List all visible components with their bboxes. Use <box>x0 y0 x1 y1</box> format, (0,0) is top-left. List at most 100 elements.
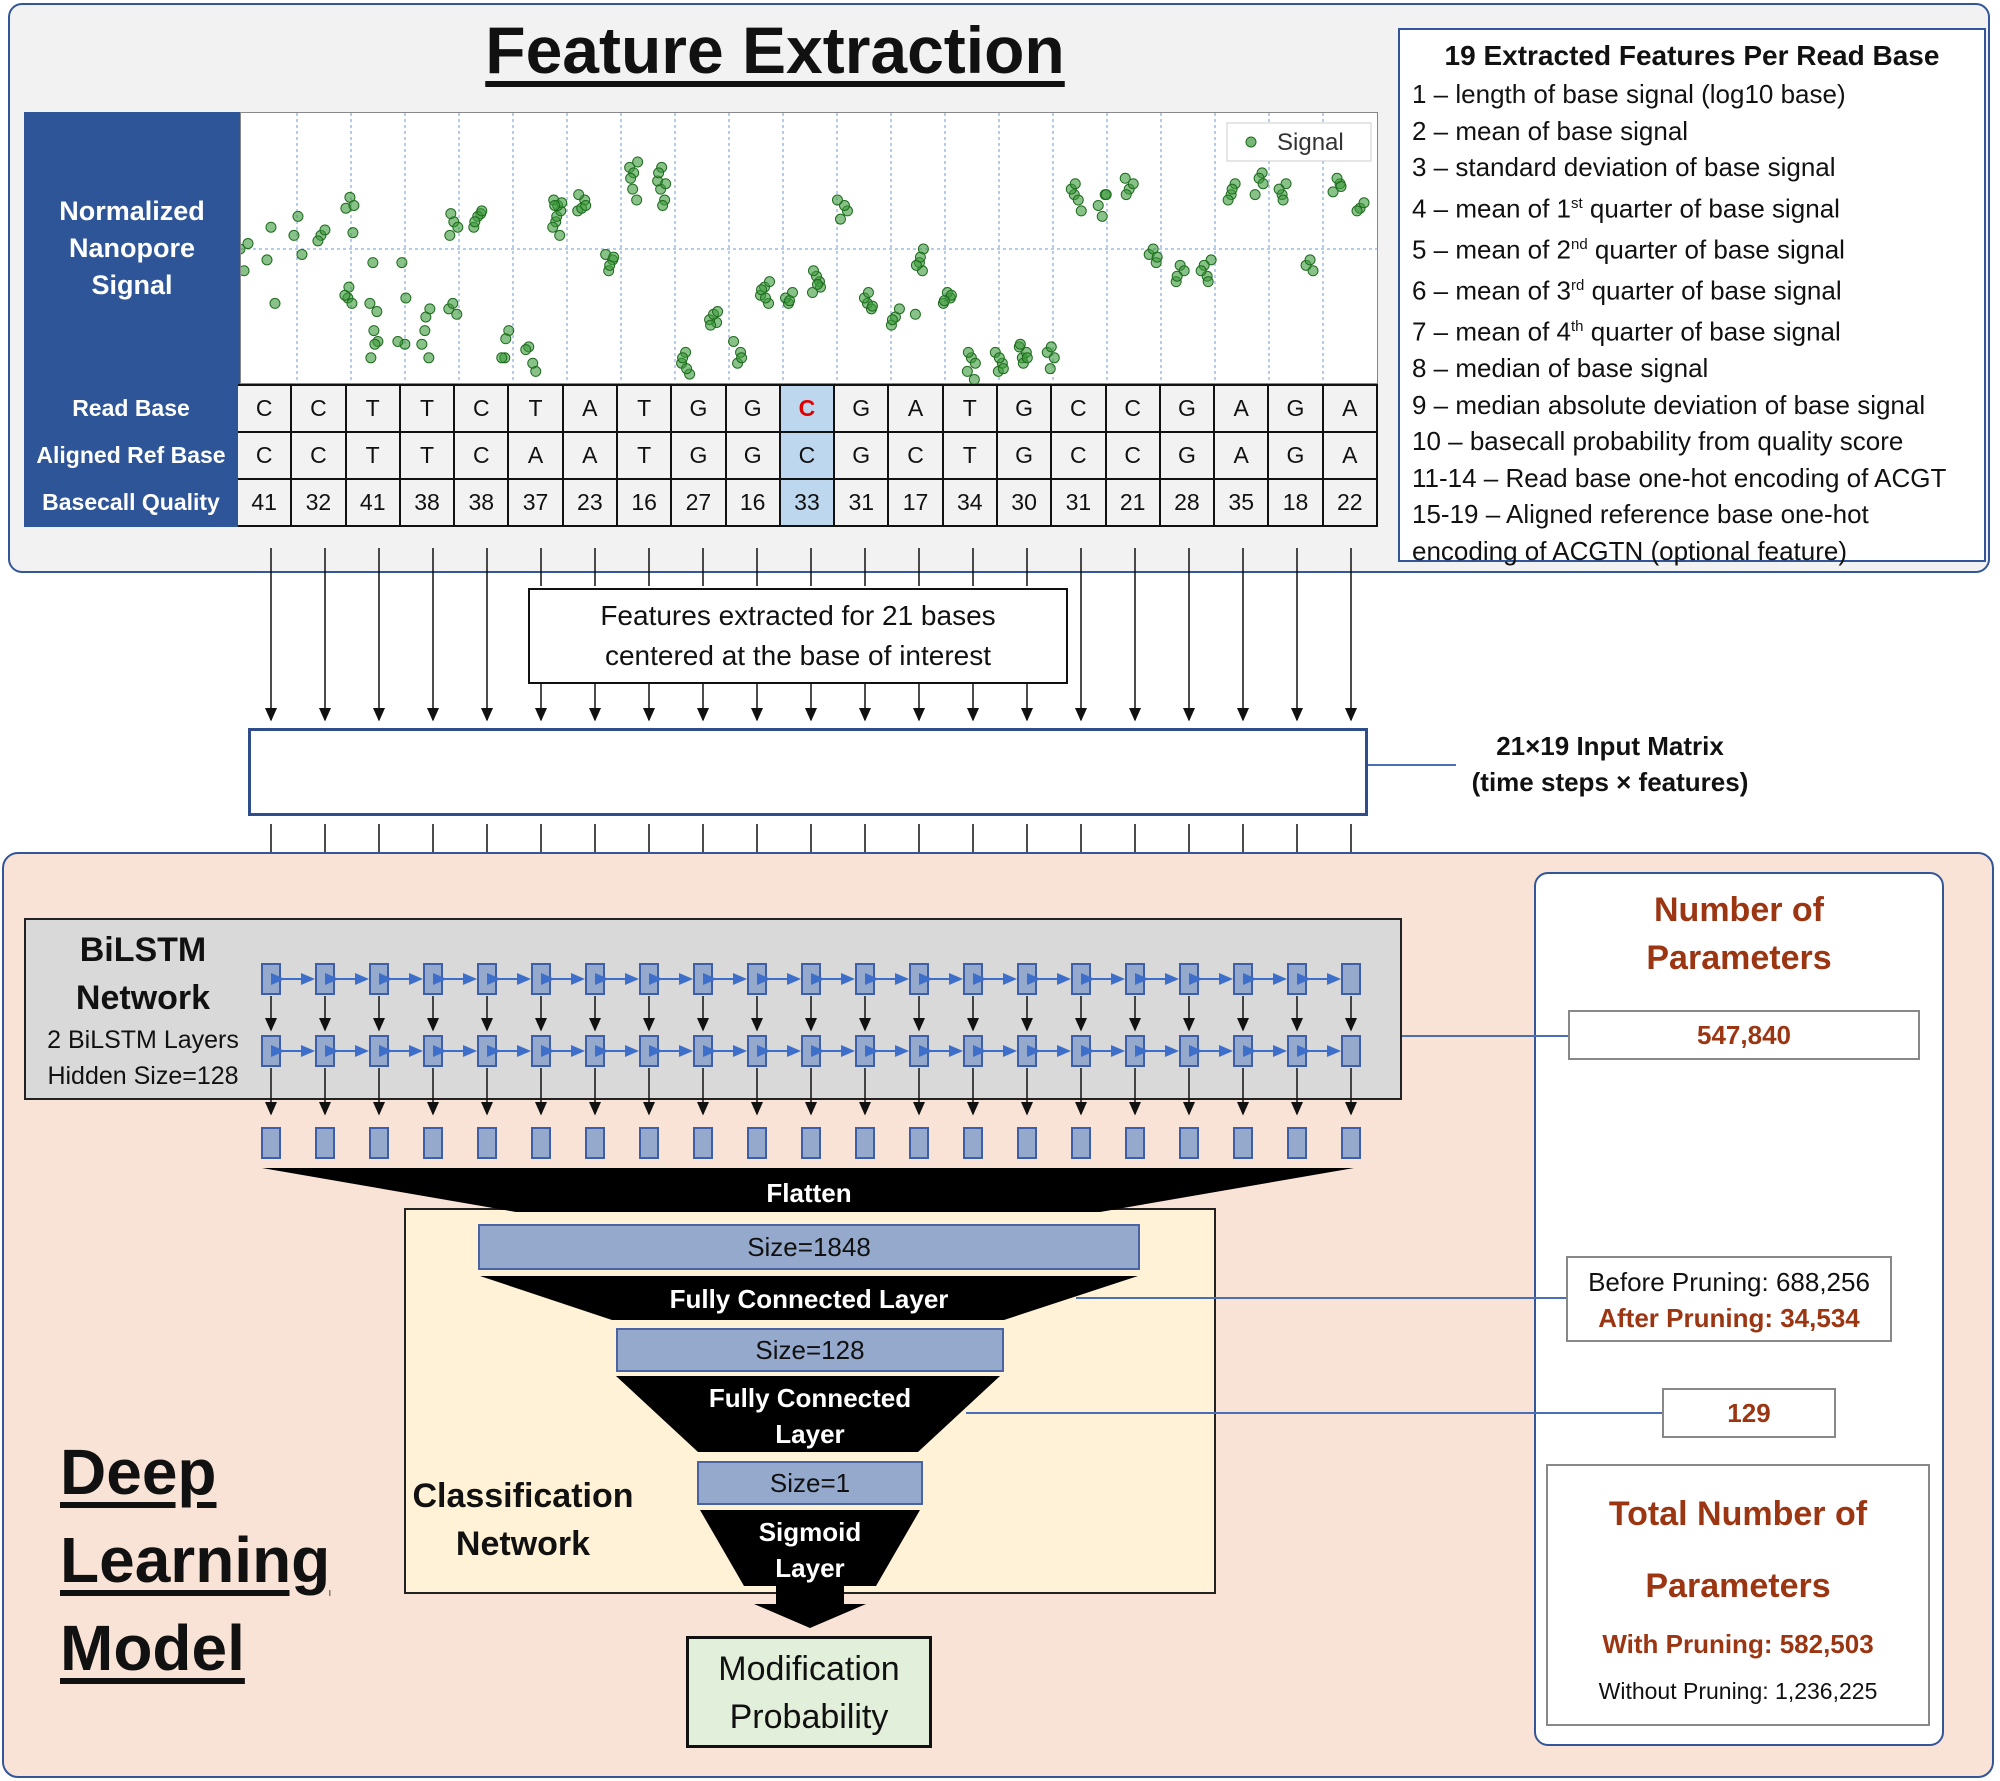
signal-point <box>549 199 561 211</box>
read-base-cell: G <box>670 384 727 433</box>
center-note-box: Features extracted for 21 bases centered… <box>528 588 1068 684</box>
quality-cell: 23 <box>561 478 618 527</box>
ref-base-cell: T <box>941 431 998 480</box>
lstm-output-cell <box>1125 1127 1145 1159</box>
fc2-funnel <box>616 1376 1000 1452</box>
ref-base-cell: A <box>507 431 564 480</box>
size-128-bar: Size=128 <box>616 1328 1004 1372</box>
read-base-cell: C <box>290 384 347 433</box>
read-base-cell: C <box>778 384 836 433</box>
feature-item-text: quarter of base signal <box>1582 193 1840 224</box>
signal-point <box>444 229 456 241</box>
read-base-cell: T <box>615 384 673 433</box>
signal-point <box>961 365 973 377</box>
signal-point <box>1044 363 1056 375</box>
signal-point <box>1096 210 1108 222</box>
lstm-output-cell <box>855 1127 875 1159</box>
signal-point <box>527 357 539 369</box>
read-base-cell: T <box>507 384 564 433</box>
lstm-output-cell <box>1179 1127 1199 1159</box>
with-pruning-total: With Pruning: 582,503 <box>1602 1629 1874 1659</box>
quality-label: Basecall Quality <box>24 478 238 527</box>
sigmoid-funnel <box>700 1510 920 1586</box>
parameters-title: Number of Parameters <box>1534 886 1944 982</box>
signal-point <box>343 281 355 293</box>
signal-point <box>319 224 331 236</box>
signal-legend-label: Signal <box>1277 129 1344 156</box>
lstm-output-cell <box>1017 1127 1037 1159</box>
feature-item-text: 7 – mean of 4 <box>1412 316 1571 347</box>
signal-row-label: Normalized Nanopore Signal <box>24 112 240 384</box>
feature-extraction-title: Feature Extraction <box>485 13 1065 87</box>
ref-base-cell: G <box>1158 431 1216 480</box>
ref-base-cell: C <box>1050 431 1107 480</box>
signal-point <box>1075 205 1087 217</box>
feature-item: 10 – basecall probability from quality s… <box>1412 426 1904 457</box>
quality-cell: 41 <box>344 478 401 527</box>
signal-point <box>764 276 776 288</box>
signal-point <box>632 156 644 168</box>
fc1-label: Fully Connected Layer <box>669 1284 949 1314</box>
input-matrix-label-line: (time steps × features) <box>1471 767 1749 797</box>
signal-point <box>476 205 488 217</box>
signal-point <box>712 306 724 318</box>
center-note-line: centered at the base of interest <box>604 640 992 671</box>
read-base-cell: C <box>235 384 293 433</box>
features-list: 1 – length of base signal (log10 base)2 … <box>1412 76 1972 569</box>
signal-point <box>993 352 1005 364</box>
ref-base-cell: C <box>887 431 944 480</box>
output-arrow <box>754 1586 866 1628</box>
lstm-output-cell <box>261 1127 281 1159</box>
feature-item: 7 – mean of 4th quarter of base signal <box>1412 309 1972 350</box>
signal-point <box>1092 199 1104 211</box>
signal-point <box>554 229 566 241</box>
ref-base-cell: T <box>615 431 673 480</box>
quality-cell: 22 <box>1321 478 1379 527</box>
lstm-output-cell <box>1287 1127 1307 1159</box>
fc1-before-pruning: Before Pruning: 688,256 <box>1588 1267 1870 1297</box>
ref-base-cell: T <box>398 431 456 480</box>
signal-point <box>580 199 592 211</box>
bilstm-title-line: Network <box>75 979 211 1017</box>
lstm-output-cell <box>369 1127 389 1159</box>
classification-label-line: Network <box>455 1525 591 1563</box>
ref-base-cell: G <box>833 431 890 480</box>
read-base-cell: C <box>1050 384 1107 433</box>
signal-point <box>705 319 717 331</box>
read-base-cell: G <box>724 384 781 433</box>
signal-point <box>371 306 383 318</box>
ref-base-cell: C <box>778 431 836 480</box>
signal-point <box>657 199 669 211</box>
signal-point <box>914 251 926 263</box>
lstm-output-cell <box>477 1127 497 1159</box>
feature-item: 1 – length of base signal (log10 base) <box>1412 79 1846 109</box>
signal-point <box>807 265 819 277</box>
deep-learning-model-title: Deep Learning Model <box>60 1428 330 1692</box>
read-base-cell: A <box>1213 384 1270 433</box>
signal-point <box>423 352 435 364</box>
signal-point <box>445 208 457 220</box>
signal-point <box>364 297 376 309</box>
read-base-cell: A <box>1321 384 1379 433</box>
fc2-label-line: Layer <box>775 1419 845 1449</box>
ref-base-cell: T <box>344 431 401 480</box>
bilstm-title-line: BiLSTM <box>79 931 207 969</box>
signal-point <box>660 178 672 190</box>
ref-base-cell: C <box>290 431 347 480</box>
signal-point <box>447 297 459 309</box>
quality-cell: 27 <box>670 478 727 527</box>
signal-plot: Signal <box>234 112 1379 386</box>
fc2-label: Fully Connected Layer <box>660 1380 960 1452</box>
signal-point <box>736 352 748 364</box>
signal-point <box>909 308 921 320</box>
signal-point <box>469 216 481 228</box>
signal-point <box>419 325 431 337</box>
signal-point <box>400 292 412 304</box>
signal-point <box>1273 183 1285 195</box>
signal-point <box>496 352 508 364</box>
signal-point <box>416 338 428 350</box>
read-base-label: Read Base <box>24 384 238 433</box>
